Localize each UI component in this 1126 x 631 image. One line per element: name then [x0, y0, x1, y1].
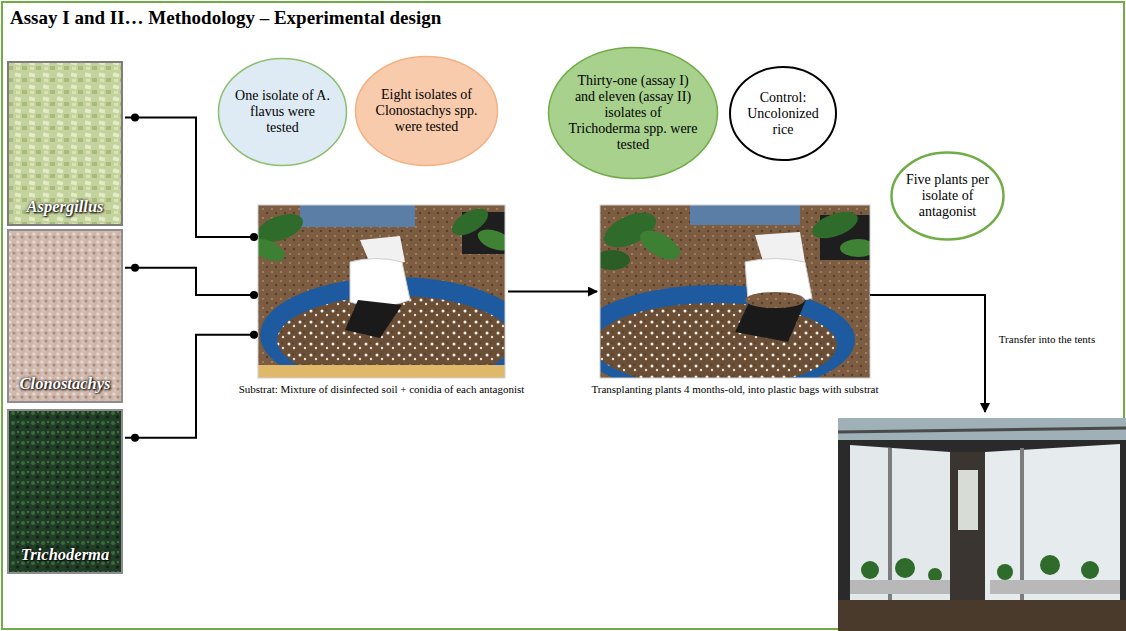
substrate-photo: Substrat: Mixture of disinfected soil + …	[258, 205, 505, 378]
connector-dot	[250, 291, 258, 299]
ellipse-label: Five plants per isolate of antagonist	[903, 172, 993, 220]
connector-dot	[131, 113, 139, 121]
transplant-photo: Transplanting plants 4 months-old, into …	[600, 205, 870, 378]
connector-line	[125, 268, 255, 295]
ellipse-text: Five plants per isolate of antagonist	[903, 172, 993, 220]
info-ellipse: Eight isolates of Clonostachys spp. were…	[354, 55, 499, 167]
info-ellipse: One isolate of A. flavus were tested	[217, 57, 348, 167]
info-ellipse: Thirty-one (assay I) and eleven (assay I…	[547, 46, 719, 180]
connector-dot	[131, 264, 139, 272]
tray-label: Aspergillus	[8, 197, 122, 217]
ellipse-text: Thirty-one (assay I) and eleven (assay I…	[567, 73, 699, 153]
ellipse-text: Control: Uncolonized rice	[737, 89, 829, 137]
connector-dot	[250, 233, 258, 241]
culture-tray: Trichoderma	[8, 410, 122, 573]
connector-dot	[131, 434, 139, 442]
ellipse-text: One isolate of A. flavus were tested	[233, 88, 333, 136]
photo-caption: Transplanting plants 4 months-old, into …	[590, 383, 880, 396]
photo-caption: Substrat: Mixture of disinfected soil + …	[222, 383, 542, 396]
connector-line	[508, 291, 597, 293]
connector	[125, 331, 258, 442]
ellipse-text: Eight isolates of Clonostachys spp. were…	[371, 87, 483, 135]
connector-dot	[250, 331, 258, 339]
ellipse-label: Thirty-one (assay I) and eleven (assay I…	[567, 73, 699, 153]
culture-tray: Aspergillus	[8, 62, 122, 225]
note-label: Transfer into the tents	[997, 333, 1097, 347]
control-ellipse: Control: Uncolonized rice	[728, 65, 838, 162]
connector	[125, 264, 258, 299]
ellipse-outline	[549, 48, 718, 179]
diagram-title: Assay I and II… Methodology – Experiment…	[10, 7, 441, 29]
connector-line	[125, 335, 255, 438]
tray-label: Clonostachys	[8, 374, 122, 394]
culture-tray: Clonostachys	[8, 230, 122, 402]
ellipse-outline	[356, 57, 498, 166]
ellipse-outline	[892, 153, 1004, 240]
ellipse-outline	[730, 67, 836, 160]
connector	[508, 291, 597, 292]
ellipse-outline	[219, 59, 347, 166]
tray-label: Trichoderma	[8, 545, 122, 565]
ellipse-label: One isolate of A. flavus were tested	[233, 88, 333, 136]
ellipse-label: Eight isolates of Clonostachys spp. were…	[371, 87, 483, 135]
info-ellipse: Five plants per isolate of antagonist	[889, 150, 1006, 242]
ellipse-label: Control: Uncolonized rice	[737, 89, 829, 137]
